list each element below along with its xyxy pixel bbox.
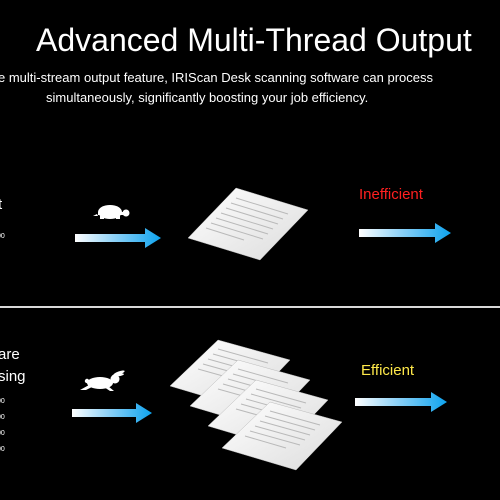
subtitle-line-2: simultaneously, significantly boosting y…: [46, 90, 369, 105]
status-inefficient: Inefficient: [359, 186, 423, 203]
small-value: 00: [0, 398, 5, 405]
status-efficient: Efficient: [361, 362, 415, 379]
rabbit-icon: [80, 370, 125, 391]
small-value: 00: [0, 430, 5, 437]
section-label: t: [0, 196, 3, 213]
subtitle-line-1: e multi-stream output feature, IRIScan D…: [0, 70, 433, 85]
small-value: 00: [0, 233, 5, 240]
arrow-icon: [359, 223, 451, 243]
small-value: 00: [0, 446, 5, 453]
arrow-icon: [75, 228, 161, 248]
section-label-line-1: are: [0, 346, 20, 363]
arrow-icon: [355, 392, 447, 412]
documents-stack-icon: [169, 339, 343, 471]
small-value: 00: [0, 414, 5, 421]
document-icon: [187, 187, 309, 261]
document-icon: [221, 401, 343, 471]
section-label-line-2: sing: [0, 368, 26, 385]
page-title: Advanced Multi-Thread Output: [36, 22, 472, 58]
section-divider: [0, 306, 500, 308]
turtle-icon: [93, 205, 130, 219]
arrow-icon: [72, 403, 152, 423]
